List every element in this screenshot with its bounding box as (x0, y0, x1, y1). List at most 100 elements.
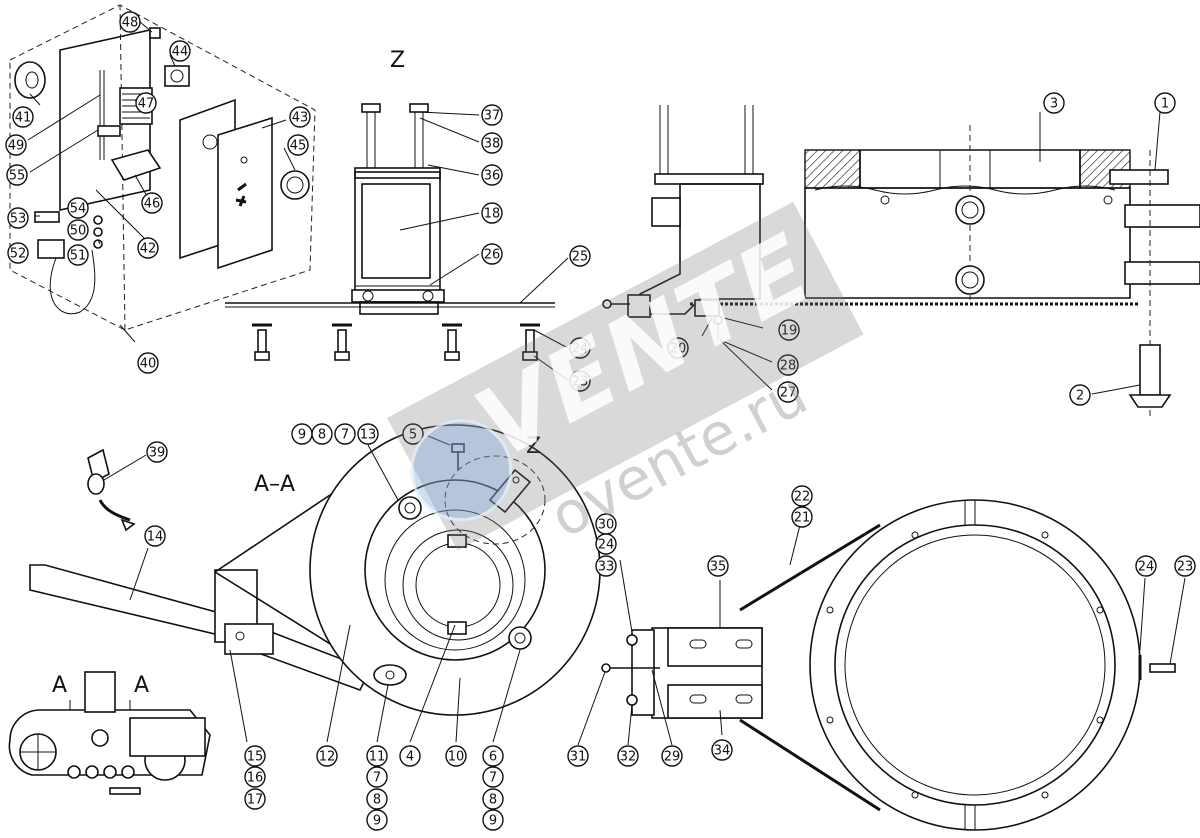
callout-number: 49 (8, 139, 25, 154)
callout-c24a: 24 (569, 337, 591, 359)
callout-c7b: 7 (366, 766, 388, 788)
callout-circle (146, 441, 168, 463)
callout-number: 8 (489, 793, 497, 808)
callout-number: 34 (714, 744, 731, 759)
view-label-z-top: Z (390, 48, 405, 73)
callout-circle (137, 352, 159, 374)
callout-number: 41 (15, 111, 32, 126)
callout-number: 12 (319, 750, 336, 765)
callout-number: 52 (10, 247, 27, 262)
callout-c23b: 23 (1174, 555, 1196, 577)
callout-circle (1174, 555, 1196, 577)
callout-circle (287, 134, 309, 156)
callout-c7c: 7 (482, 766, 504, 788)
callout-c14: 14 (144, 525, 166, 547)
callout-circle (399, 745, 421, 767)
callout-circle (569, 370, 591, 392)
callout-c10: 10 (445, 745, 467, 767)
callout-c18: 18 (481, 202, 503, 224)
callout-circle (67, 219, 89, 241)
callout-c9b: 9 (366, 809, 388, 831)
ring-drive-view (577, 499, 1186, 831)
callout-number: 8 (373, 793, 381, 808)
callout-c40: 40 (137, 352, 159, 374)
callout-circle (777, 354, 799, 376)
callout-circle (791, 485, 813, 507)
callout-c28: 28 (777, 354, 799, 376)
callout-c7a: 7 (334, 423, 356, 445)
callout-c50: 50 (67, 219, 89, 241)
callout-number: 54 (70, 202, 87, 217)
callout-circle (711, 739, 733, 761)
callout-circle (481, 132, 503, 154)
callout-c26: 26 (481, 243, 503, 265)
callout-circle (569, 337, 591, 359)
callout-c36: 36 (481, 164, 503, 186)
callout-c22: 22 (791, 485, 813, 507)
callout-c11: 11 (366, 745, 388, 767)
callout-c35: 35 (707, 555, 729, 577)
callout-circle (1135, 555, 1157, 577)
callout-circle (366, 809, 388, 831)
callout-number: 9 (489, 814, 497, 829)
callout-circle (481, 104, 503, 126)
view-label-section: A–A (254, 472, 295, 497)
callout-number: 47 (138, 97, 155, 112)
callout-circle (1069, 384, 1091, 406)
callout-c29: 29 (661, 745, 683, 767)
callout-c9c: 9 (482, 809, 504, 831)
callout-c27: 27 (777, 381, 799, 403)
callout-circle (311, 423, 333, 445)
callout-c24c: 24 (1135, 555, 1157, 577)
callout-c25: 25 (569, 245, 591, 267)
callout-circle (169, 40, 191, 62)
callout-circle (12, 106, 34, 128)
callout-c52: 52 (7, 242, 29, 264)
callout-circle (135, 92, 157, 114)
callout-circle (481, 243, 503, 265)
callout-number: 53 (10, 212, 27, 227)
callout-c30: 30 (595, 513, 617, 535)
callout-number: 28 (780, 359, 797, 374)
callout-c12: 12 (316, 745, 338, 767)
callout-circle (595, 555, 617, 577)
callout-circle (357, 423, 379, 445)
callout-circle (482, 788, 504, 810)
callout-number: 11 (369, 750, 386, 765)
callout-c23a: 23 (569, 370, 591, 392)
callout-number: 5 (409, 428, 417, 443)
callout-c4: 4 (399, 745, 421, 767)
callout-circle (1154, 92, 1176, 114)
callout-number: 7 (341, 428, 349, 443)
callout-c37: 37 (481, 104, 503, 126)
view-label-z-mid: Z (526, 434, 541, 459)
vehicle-overview (8, 671, 211, 795)
callout-number: 46 (144, 197, 161, 212)
callout-c8a: 8 (311, 423, 333, 445)
callout-number: 39 (149, 446, 166, 461)
view-label-a-right: A (134, 673, 149, 698)
callout-c33: 33 (595, 555, 617, 577)
callout-number: 17 (247, 793, 264, 808)
callout-number: 51 (70, 249, 87, 264)
callout-number: 35 (710, 560, 727, 575)
callout-c32: 32 (617, 745, 639, 767)
callout-circle (617, 745, 639, 767)
callout-number: 48 (122, 16, 139, 31)
callout-number: 6 (489, 750, 497, 765)
callout-circle (445, 745, 467, 767)
callout-circle (67, 197, 89, 219)
callout-c41: 41 (12, 106, 34, 128)
callout-c16: 16 (244, 766, 266, 788)
callout-c46: 46 (141, 192, 163, 214)
callout-number: 13 (360, 428, 377, 443)
callout-circle (366, 788, 388, 810)
callout-c38: 38 (481, 132, 503, 154)
callout-c21: 21 (791, 506, 813, 528)
callout-number: 45 (290, 139, 307, 154)
callout-c13: 13 (357, 423, 379, 445)
callout-number: 8 (318, 428, 326, 443)
callout-circle (366, 766, 388, 788)
